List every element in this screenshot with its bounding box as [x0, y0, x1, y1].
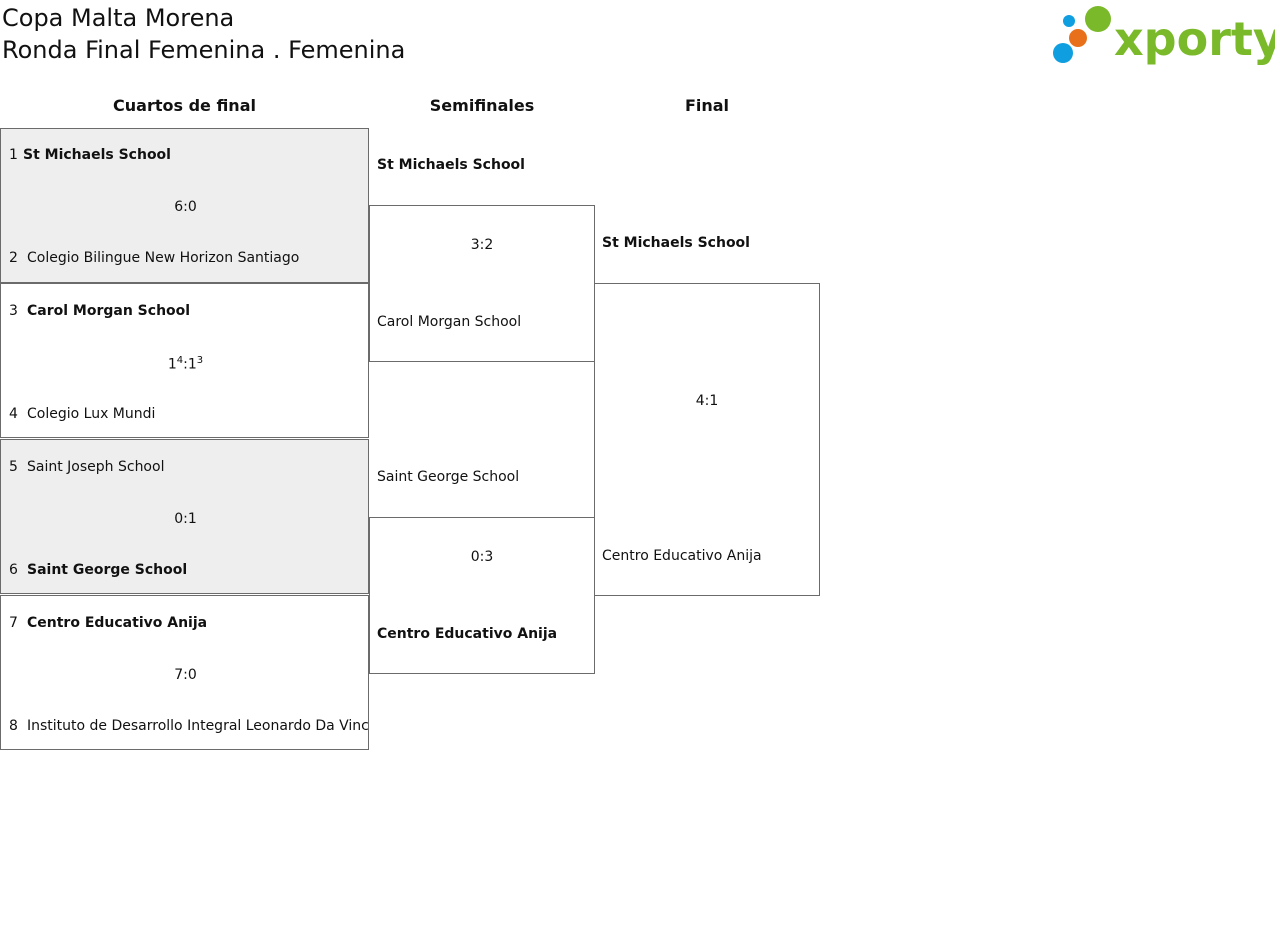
semifinal-1-team-a: St Michaels School: [377, 157, 525, 173]
seed-number: 6: [9, 562, 18, 578]
seed-number: 4: [9, 406, 18, 422]
semifinal-match-1: 3:2 Carol Morgan School: [369, 205, 595, 362]
seed-number: 2: [9, 250, 18, 266]
seed-number: 5: [9, 459, 18, 475]
semifinal-2-team-a: Saint George School: [377, 469, 520, 485]
team-name: Colegio Lux Mundi: [27, 406, 156, 422]
team-name: Instituto de Desarrollo Integral Leonard…: [27, 718, 369, 734]
semifinal-2-team-b: Centro Educativo Anija: [377, 626, 558, 642]
team-name: Saint George School: [27, 562, 188, 578]
seed-number: 3: [9, 303, 18, 319]
team-name: Colegio Bilingue New Horizon Santiago: [27, 250, 300, 266]
round-heading-quarterfinals: Cuartos de final: [113, 96, 256, 115]
svg-text:xporty: xporty: [1114, 12, 1275, 66]
match-score: 0:3: [470, 549, 494, 565]
quarterfinal-match-1: 1 St Michaels School 6:0 2 Colegio Bilin…: [0, 128, 369, 283]
team-name: St Michaels School: [23, 147, 171, 163]
match-score: 0:1: [174, 511, 197, 527]
team-name: Carol Morgan School: [27, 303, 191, 319]
round-heading-semifinals: Semifinales: [429, 96, 535, 115]
match-score: 4:1: [695, 393, 719, 409]
page-subtitle: Ronda Final Femenina . Femenina: [2, 36, 406, 64]
final-team-a: St Michaels School: [602, 235, 750, 251]
quarterfinal-match-4: 7 Centro Educativo Anija 7:0 8 Instituto…: [0, 595, 369, 750]
seed-number: 7: [9, 615, 18, 631]
semifinal-match-2: 0:3 Centro Educativo Anija: [369, 517, 595, 674]
match-score: 7:0: [174, 667, 197, 683]
team-name: Centro Educativo Anija: [27, 615, 208, 631]
final-team-b: Centro Educativo Anija: [602, 548, 762, 564]
match-score: 3:2: [470, 237, 494, 253]
quarterfinal-match-3: 5 Saint Joseph School 0:1 6 Saint George…: [0, 439, 369, 594]
seed-number: 8: [9, 718, 18, 734]
round-heading-final: Final: [684, 96, 730, 115]
match-score: 6:0: [174, 199, 197, 215]
semifinal-1-team-b: Carol Morgan School: [377, 314, 522, 330]
page-title: Copa Malta Morena: [2, 4, 235, 32]
quarterfinal-match-2: 3 Carol Morgan School 14:13 4 Colegio Lu…: [0, 283, 369, 438]
team-name: Saint Joseph School: [27, 459, 165, 475]
seed-number: 1: [9, 147, 18, 163]
final-match: 4:1 Centro Educativo Anija: [594, 283, 820, 596]
match-score: 14:13: [167, 355, 204, 373]
xporty-logo: xporty: [1053, 6, 1275, 66]
